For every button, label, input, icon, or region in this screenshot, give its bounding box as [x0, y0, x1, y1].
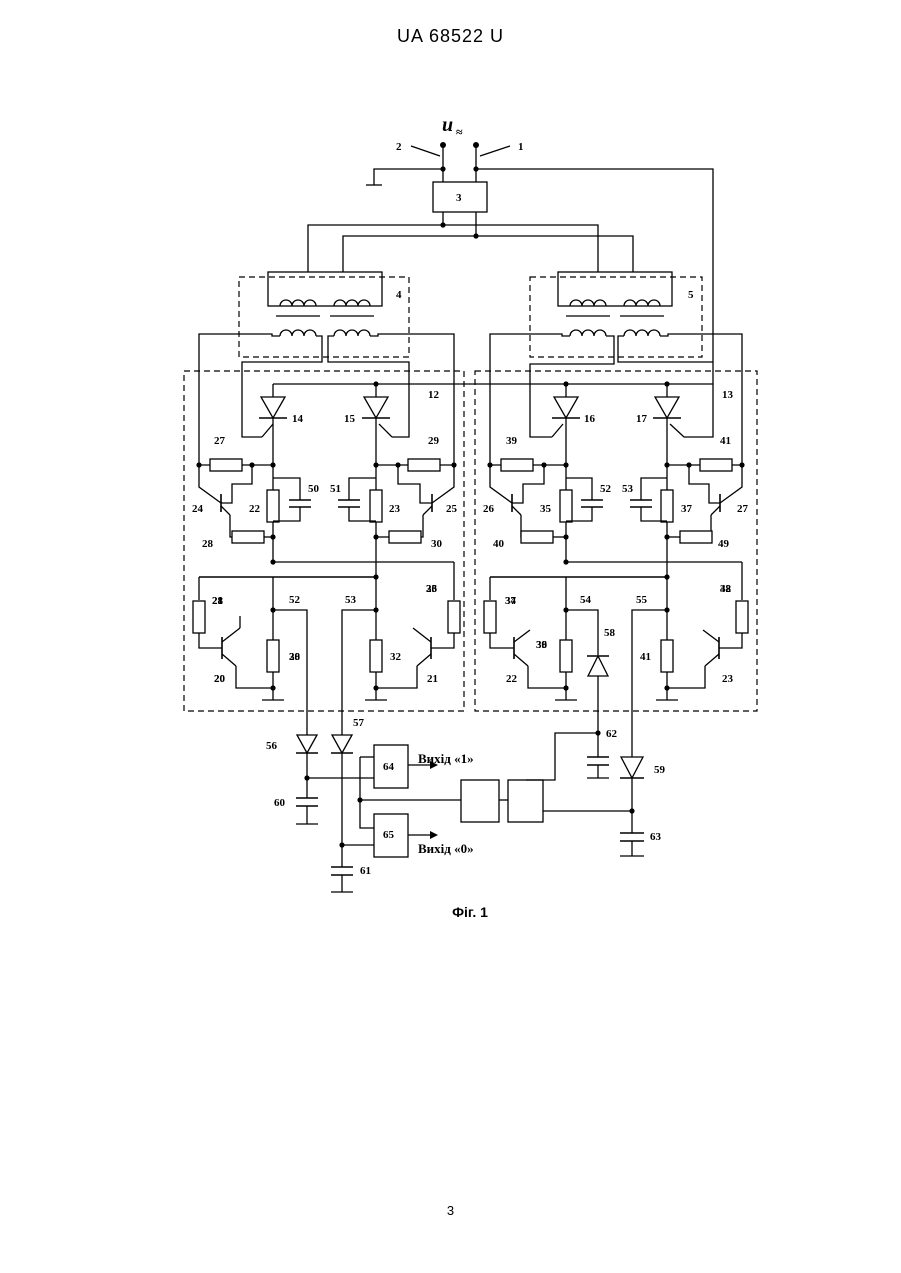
lbl-60: 62 [606, 728, 618, 740]
lbl-36: 37 [505, 595, 517, 607]
lbl-56: 58 [604, 627, 616, 639]
out-1: Вихід «1» [418, 751, 474, 766]
lbl-40: 41 [640, 651, 651, 663]
lbl-51: 53 [345, 594, 357, 606]
lbl-50: 52 [289, 594, 301, 606]
lbl-30: 32 [390, 651, 402, 663]
page-number: 3 [0, 1203, 901, 1218]
lbl-57: 59 [654, 764, 666, 776]
lbl-62: 64 [383, 761, 395, 773]
lbl-41: 42 [720, 583, 732, 595]
lbl-54: 56 [266, 740, 278, 752]
lbl-63: 65 [383, 829, 395, 841]
lbl-59: 61 [360, 865, 371, 877]
lbl-52: 54 [580, 594, 592, 606]
lbl-20: 22 [506, 673, 518, 685]
out-0: Вихід «0» [418, 841, 474, 856]
lbl-31: 33 [426, 583, 438, 595]
lbl-19: 21 [427, 673, 438, 685]
lbl-21: 23 [722, 673, 734, 685]
lbl-28: 30 [289, 651, 301, 663]
lbl-58: 60 [274, 797, 286, 809]
lbl-26: 28 [212, 595, 224, 607]
lbl-38: 39 [536, 639, 548, 651]
lbl-55: 57 [353, 717, 365, 729]
lbl-61: 63 [650, 831, 662, 843]
lbl-18: 20 [214, 673, 226, 685]
figure-caption: Фіг. 1 [440, 904, 500, 920]
lbl-53: 55 [636, 594, 648, 606]
